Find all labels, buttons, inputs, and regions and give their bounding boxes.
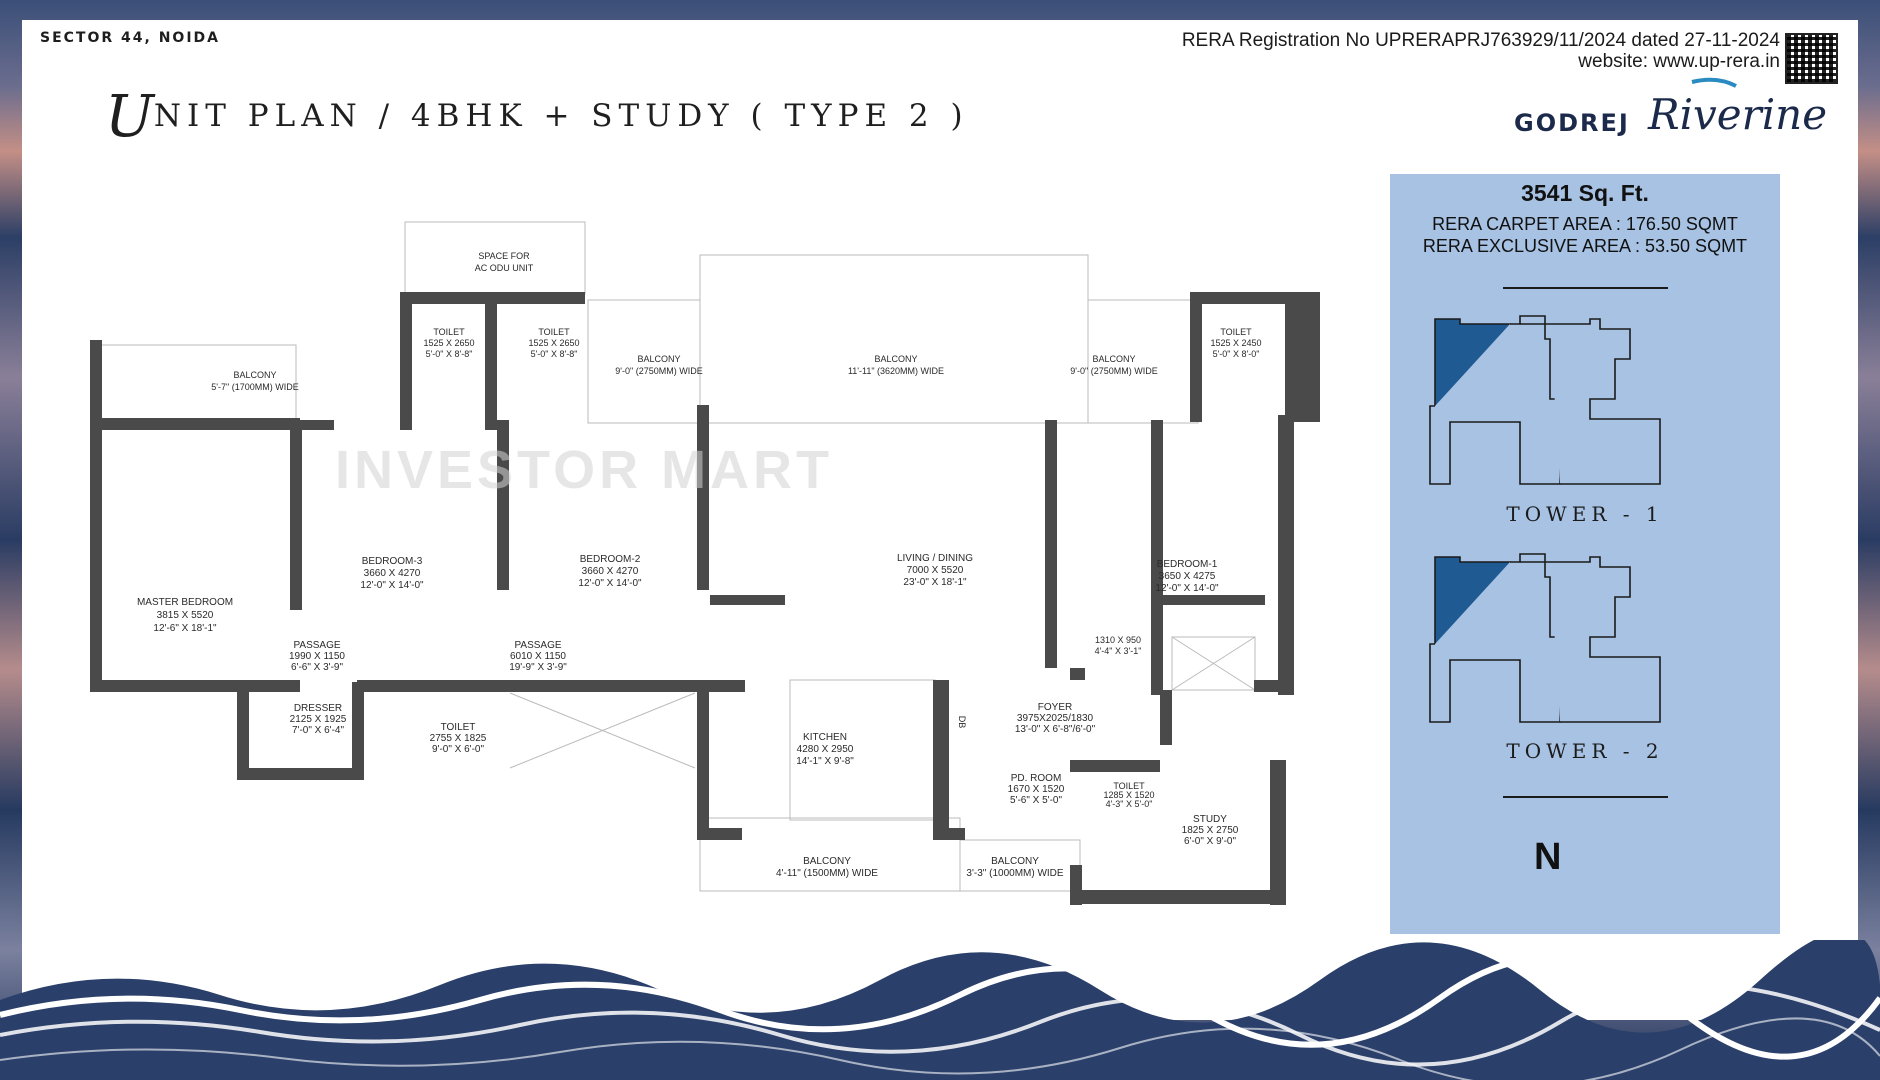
label-toilet-b-1: TOILET bbox=[538, 327, 570, 337]
label-toilet-p-mm: 1285 X 1520 bbox=[1103, 790, 1154, 800]
divider-bottom bbox=[1503, 796, 1668, 798]
label-toilet-p-ft: 4'-3" X 5'-0" bbox=[1106, 799, 1153, 809]
label-balcony-3: BALCONY bbox=[874, 354, 917, 364]
north-label: N bbox=[1534, 836, 1562, 878]
label-passage2-mm: 6010 X 1150 bbox=[510, 651, 566, 662]
label-bedroom3-ft: 12'-0" X 14'-0" bbox=[360, 580, 424, 591]
label-shaft-mm: 1310 X 950 bbox=[1095, 635, 1141, 645]
label-db: DB bbox=[957, 716, 967, 729]
plan-labels: SPACE FOR AC ODU UNIT TOILET 1525 X 2650… bbox=[137, 251, 1262, 879]
label-study-mm: 1825 X 2750 bbox=[1182, 825, 1239, 836]
label-toilet-b-2: 1525 X 2650 bbox=[528, 338, 579, 348]
label-living: LIVING / DINING bbox=[897, 553, 973, 564]
label-foyer-mm: 3975X2025/1830 bbox=[1017, 713, 1094, 724]
location-label: SECTOR 44, NOIDA bbox=[40, 30, 220, 46]
title-initial: U bbox=[105, 82, 154, 150]
label-bedroom2-mm: 3660 X 4270 bbox=[582, 566, 639, 577]
plan-walls bbox=[90, 292, 1320, 905]
label-balcony-1-size: 5'-7" (1700MM) WIDE bbox=[211, 382, 298, 392]
label-dresser-mm: 2125 X 1925 bbox=[290, 714, 347, 725]
label-toilet-a-2: 1525 X 2650 bbox=[423, 338, 474, 348]
carpet-area: RERA CARPET AREA : 176.50 SQMT bbox=[1432, 214, 1738, 234]
tower-2-key-plan bbox=[1429, 553, 1661, 723]
label-pd-room-mm: 1670 X 1520 bbox=[1008, 784, 1065, 795]
label-pd-room: PD. ROOM bbox=[1011, 773, 1062, 784]
tower-1-label: TOWER - 1 bbox=[1506, 502, 1664, 526]
label-kitchen-ft: 14'-1" X 9'-8" bbox=[796, 756, 854, 767]
page-title: UNIT PLAN / 4BHK + STUDY ( TYPE 2 ) bbox=[105, 82, 969, 150]
label-shaft-ft: 4'-4" X 3'-1" bbox=[1095, 646, 1142, 656]
label-toilet-m-mm: 2755 X 1825 bbox=[430, 733, 487, 744]
title-text: NIT PLAN / 4BHK + STUDY ( TYPE 2 ) bbox=[153, 98, 969, 134]
watermark-text: INVESTOR MART bbox=[335, 440, 833, 500]
label-dresser: DRESSER bbox=[294, 703, 342, 714]
label-pd-room-ft: 5'-6" X 5'-0" bbox=[1010, 795, 1063, 806]
logo-swoosh bbox=[1691, 77, 1737, 88]
label-toilet-m-ft: 9'-0" X 6'-0" bbox=[432, 744, 485, 755]
label-living-ft: 23'-0" X 18'-1" bbox=[903, 577, 967, 588]
tower-1-key-plan bbox=[1429, 315, 1661, 485]
total-area: 3541 Sq. Ft. bbox=[1521, 180, 1649, 206]
label-balcony-5: BALCONY bbox=[803, 856, 851, 867]
label-passage1-mm: 1990 X 1150 bbox=[289, 651, 345, 662]
label-balcony-2-size: 9'-0" (2750MM) WIDE bbox=[615, 366, 702, 376]
rera-block: RERA Registration No UPRERAPRJ763929/11/… bbox=[1182, 30, 1780, 72]
label-balcony-2: BALCONY bbox=[637, 354, 680, 364]
label-foyer-ft: 13'-0" X 6'-8"/6'-0" bbox=[1015, 724, 1096, 735]
decorative-waves bbox=[0, 940, 1880, 1080]
label-passage2-ft: 19'-9" X 3'-9" bbox=[509, 662, 567, 673]
tower-key-plans bbox=[1429, 315, 1661, 723]
label-bedroom1-mm: 3650 X 4275 bbox=[1159, 571, 1216, 582]
logo-script: Riverine bbox=[1648, 90, 1828, 139]
label-ac-odu-1: SPACE FOR bbox=[478, 251, 530, 261]
label-balcony-4-size: 9'-0" (2750MM) WIDE bbox=[1070, 366, 1157, 376]
label-master-ft: 12'-6" X 18'-1" bbox=[153, 623, 217, 634]
floor-plan: SPACE FOR AC ODU UNIT TOILET 1525 X 2650… bbox=[90, 221, 1320, 905]
label-toilet-m: TOILET bbox=[441, 722, 476, 733]
label-study: STUDY bbox=[1193, 814, 1227, 825]
label-toilet-b-3: 5'-0" X 8'-8" bbox=[531, 349, 578, 359]
plan-light-lines bbox=[99, 221, 1256, 892]
label-ac-odu-2: AC ODU UNIT bbox=[475, 263, 534, 273]
label-study-ft: 6'-0" X 9'-0" bbox=[1184, 836, 1237, 847]
label-balcony-1: BALCONY bbox=[233, 370, 276, 380]
label-passage1: PASSAGE bbox=[293, 640, 340, 651]
label-toilet-p: TOILET bbox=[1113, 781, 1145, 791]
qr-code-icon bbox=[1785, 33, 1838, 84]
label-toilet-c-3: 5'-0" X 8'-0" bbox=[1213, 349, 1260, 359]
label-bedroom1: BEDROOM-1 bbox=[1157, 559, 1218, 570]
rera-registration: RERA Registration No UPRERAPRJ763929/11/… bbox=[1181, 30, 1780, 51]
godrej-riverine-logo: GODREJ Riverine bbox=[1512, 76, 1842, 146]
label-balcony-4: BALCONY bbox=[1092, 354, 1135, 364]
label-master-mm: 3815 X 5520 bbox=[157, 610, 214, 621]
label-bedroom1-ft: 12'-0" X 14'-0" bbox=[1155, 583, 1219, 594]
label-balcony-6-size: 3'-3" (1000MM) WIDE bbox=[966, 868, 1063, 879]
label-kitchen: KITCHEN bbox=[803, 732, 847, 743]
label-toilet-c-2: 1525 X 2450 bbox=[1210, 338, 1261, 348]
label-balcony-6: BALCONY bbox=[991, 856, 1039, 867]
exclusive-area: RERA EXCLUSIVE AREA : 53.50 SQMT bbox=[1422, 236, 1748, 256]
tower-2-label: TOWER - 2 bbox=[1506, 739, 1664, 763]
label-toilet-a-1: TOILET bbox=[433, 327, 465, 337]
logo-brand: GODREJ bbox=[1514, 109, 1630, 137]
label-dresser-ft: 7'-0" X 6'-4" bbox=[292, 725, 345, 736]
divider-top bbox=[1503, 287, 1668, 289]
area-panel: 3541 Sq. Ft. RERA CARPET AREA : 176.50 S… bbox=[1390, 174, 1780, 934]
label-bedroom2-ft: 12'-0" X 14'-0" bbox=[578, 578, 642, 589]
label-bedroom2: BEDROOM-2 bbox=[580, 554, 641, 565]
label-living-mm: 7000 X 5520 bbox=[907, 565, 964, 576]
label-passage1-ft: 6'-6" X 3'-9" bbox=[291, 662, 344, 673]
label-toilet-a-3: 5'-0" X 8'-8" bbox=[426, 349, 473, 359]
rera-website: website: www.up-rera.in bbox=[1578, 51, 1780, 72]
label-kitchen-mm: 4280 X 2950 bbox=[797, 744, 854, 755]
label-toilet-c-1: TOILET bbox=[1220, 327, 1252, 337]
label-foyer: FOYER bbox=[1038, 702, 1072, 713]
label-master: MASTER BEDROOM bbox=[137, 597, 233, 608]
label-passage2: PASSAGE bbox=[514, 640, 561, 651]
label-bedroom3-mm: 3660 X 4270 bbox=[364, 568, 421, 579]
label-bedroom3: BEDROOM-3 bbox=[362, 556, 423, 567]
label-balcony-3-size: 11'-11" (3620MM) WIDE bbox=[848, 366, 944, 376]
label-balcony-5-size: 4'-11" (1500MM) WIDE bbox=[776, 868, 878, 879]
